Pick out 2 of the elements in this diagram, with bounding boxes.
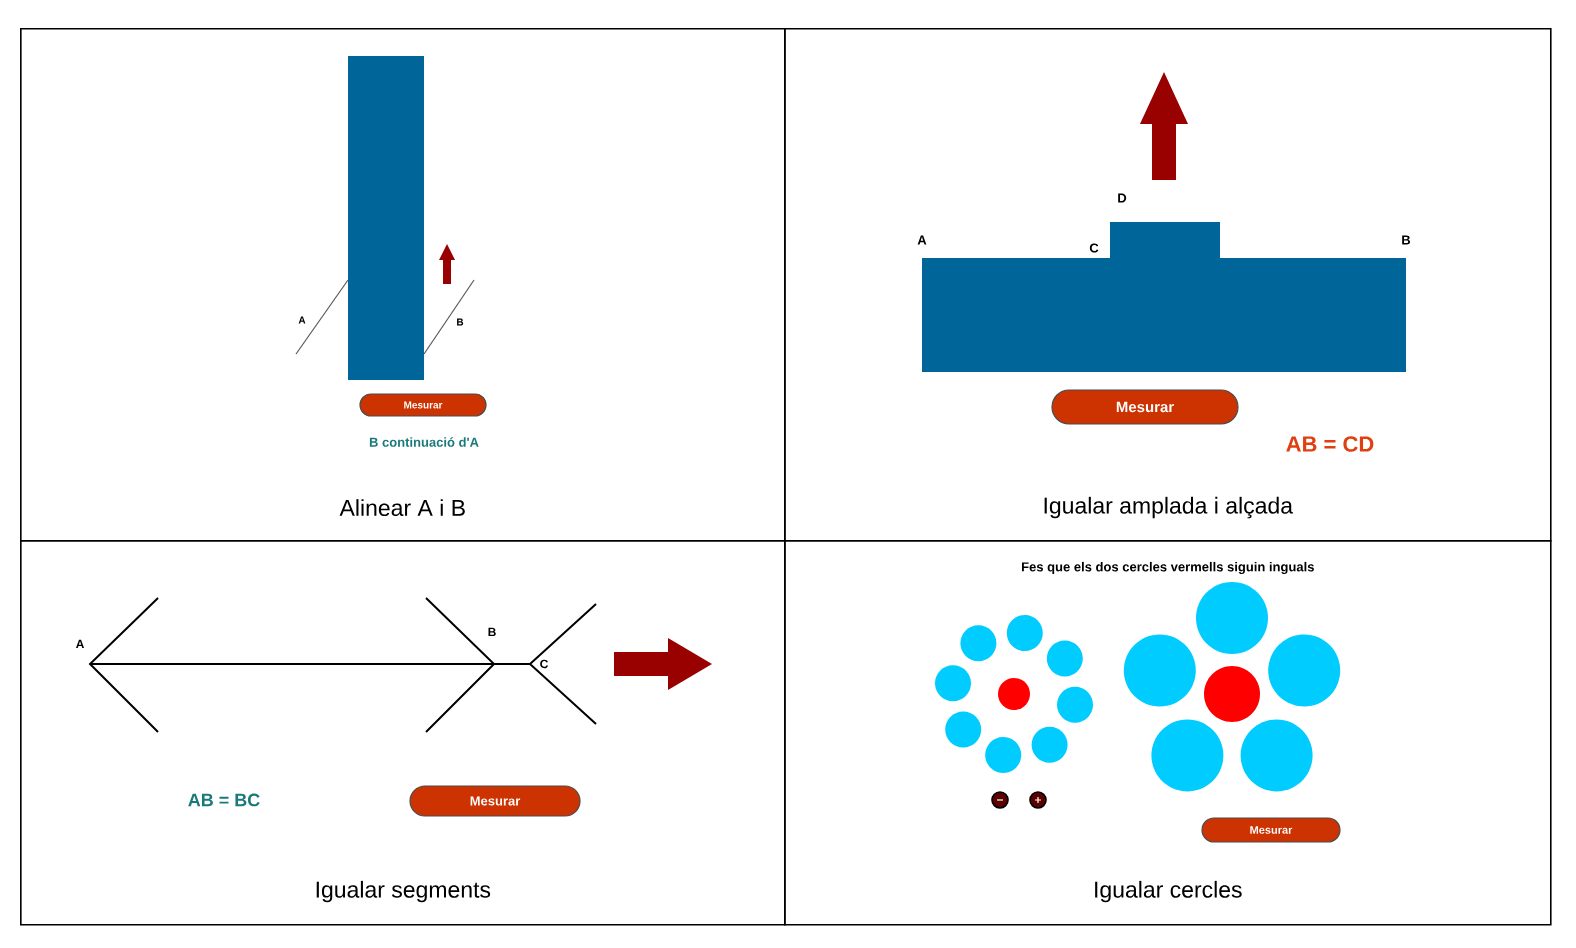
equation-text: AB = CD [1286, 436, 1374, 452]
equation-text: AB = BC [188, 793, 260, 807]
